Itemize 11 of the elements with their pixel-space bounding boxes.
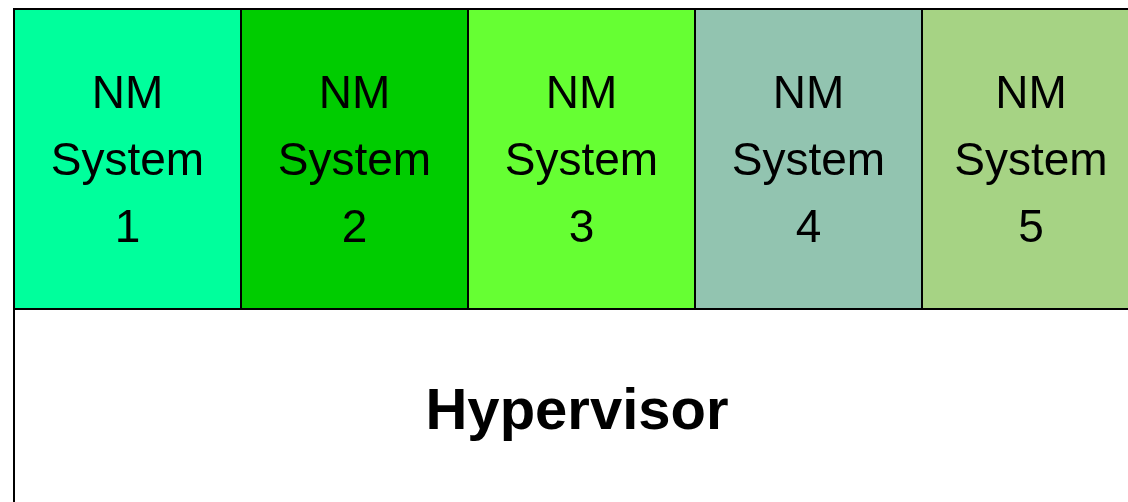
- system-box: [921, 8, 1128, 310]
- system-box: [13, 8, 242, 310]
- system-label: NM System 4: [730, 64, 887, 254]
- system-box: [694, 8, 923, 310]
- system-box: [467, 8, 696, 310]
- system-label: NM System 1: [49, 64, 206, 254]
- hypervisor-label: Hypervisor: [425, 374, 729, 442]
- system-label: NM System 2: [276, 64, 433, 254]
- system-label: NM System 5: [953, 64, 1109, 254]
- system-label: NM System 3: [503, 64, 660, 254]
- system-box: [240, 8, 469, 310]
